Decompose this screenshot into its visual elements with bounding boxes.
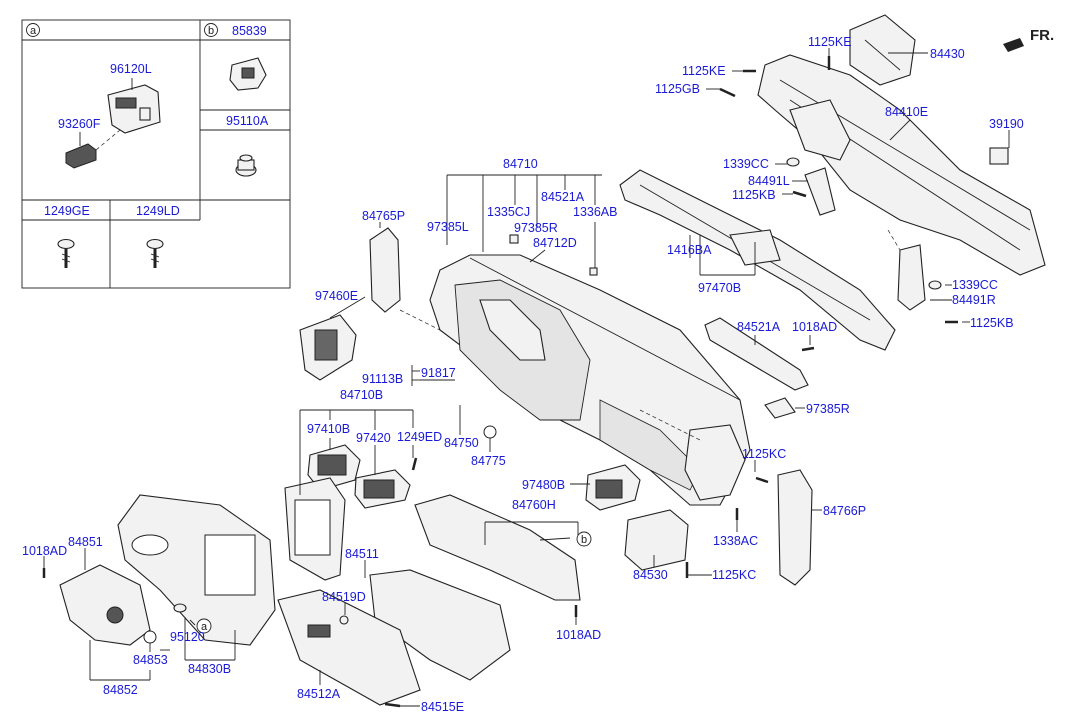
relay-39190 — [989, 147, 1009, 165]
label-1125KC-bot: 1125KC — [712, 568, 756, 582]
crash-pad-main — [429, 254, 751, 506]
label-84851: 84851 — [68, 535, 103, 549]
label-1018AD-mid: 1018AD — [792, 320, 837, 334]
callout-b-letter: b — [581, 534, 587, 546]
label-97385L: 97385L — [427, 220, 469, 234]
side-cover-84765P — [369, 227, 401, 313]
center-vents-97410B-97420 — [307, 444, 411, 509]
bracket-84430 — [849, 14, 916, 86]
side-vent-97480B — [585, 464, 641, 511]
label-97385R-mid: 97385R — [806, 402, 850, 416]
label-1338AC: 1338AC — [713, 534, 758, 548]
legend-c-part: 95110A — [226, 114, 269, 128]
label-84765P: 84765P — [362, 209, 405, 223]
label-1018AD-left: 1018AD — [22, 544, 67, 558]
label-84530: 84530 — [633, 568, 668, 582]
legend-table: a b 85839 96120L 93260F 95110A 1249GE 12… — [21, 19, 291, 289]
label-84410E: 84410E — [885, 105, 928, 119]
steering-column-shroud-84851 — [59, 564, 151, 646]
callout-a-letter: a — [201, 621, 208, 633]
side-vent-97460E — [299, 314, 357, 381]
label-84710B: 84710B — [340, 388, 383, 402]
center-bracket-84710B — [284, 477, 346, 581]
plug-illustration — [235, 154, 257, 177]
label-84760H: 84760H — [512, 498, 556, 512]
front-direction-indicator: FR. — [1003, 27, 1054, 52]
label-1125KE-left: 1125KE — [682, 64, 726, 78]
label-84512A: 84512A — [297, 687, 341, 701]
label-1125GB: 1125GB — [655, 82, 700, 96]
part-labels: 84430 1125KE 1125KE 1125GB 84410E 39190 … — [22, 35, 1024, 714]
label-1249ED: 1249ED — [397, 430, 442, 444]
label-84830B: 84830B — [188, 662, 231, 676]
screw-1249LD — [146, 238, 164, 268]
label-97480B: 97480B — [522, 478, 565, 492]
label-1125KB-bot: 1125KB — [970, 316, 1014, 330]
callout-b: b — [576, 531, 592, 547]
label-84750: 84750 — [444, 436, 479, 450]
leader-lines — [43, 48, 1010, 707]
glove-box-84512A — [277, 589, 421, 706]
grille-97385R — [764, 397, 796, 419]
label-1125KB-top: 1125KB — [732, 188, 776, 202]
cluster-facia-84830B — [117, 494, 276, 646]
label-84521A-mid: 84521A — [737, 320, 781, 334]
lower-cover-84760H — [414, 494, 581, 601]
clip-illustration — [229, 57, 267, 91]
label-84852: 84852 — [103, 683, 138, 697]
label-84766P: 84766P — [823, 504, 866, 518]
label-1018AD-bot: 1018AD — [556, 628, 601, 642]
callout-a: a — [196, 618, 212, 634]
label-1339CC-bot: 1339CC — [952, 278, 998, 292]
label-84491R: 84491R — [952, 293, 996, 307]
legend-b-part: 85839 — [232, 24, 267, 38]
legend-part-96120L: 96120L — [110, 62, 152, 76]
label-84430: 84430 — [930, 47, 965, 61]
cowl-cross-member — [757, 14, 1046, 311]
label-97460E: 97460E — [315, 289, 358, 303]
label-1125KE-top: 1125KE — [808, 35, 852, 49]
screw-1249GE — [57, 238, 75, 268]
legend-part-93260F: 93260F — [58, 117, 101, 131]
end-cover-84766P — [777, 469, 813, 586]
front-label: FR. — [1030, 27, 1054, 44]
bracket-84521A — [704, 317, 809, 391]
legend-b-circle — [204, 23, 218, 37]
legend-a-letter: a — [30, 25, 37, 37]
label-84519D: 84519D — [322, 590, 366, 604]
label-97470B: 97470B — [698, 281, 741, 295]
label-84710: 84710 — [503, 157, 538, 171]
legend-b-letter: b — [208, 25, 214, 37]
label-95120: 95120 — [170, 630, 205, 644]
label-97420: 97420 — [356, 431, 391, 445]
label-1336AB: 1336AB — [573, 205, 617, 219]
label-84491L: 84491L — [748, 174, 790, 188]
switch-panel-illustration — [65, 78, 161, 169]
label-91817: 91817 — [421, 366, 456, 380]
label-1339CC-top: 1339CC — [723, 157, 769, 171]
label-97410B: 97410B — [307, 422, 350, 436]
label-39190: 39190 — [989, 117, 1024, 131]
label-84775: 84775 — [471, 454, 506, 468]
label-84515E: 84515E — [421, 700, 464, 714]
label-84853: 84853 — [133, 653, 168, 667]
label-1416BA: 1416BA — [667, 243, 712, 257]
label-1335CJ: 1335CJ — [487, 205, 530, 219]
legend-a-circle — [26, 23, 40, 37]
label-91113B: 91113B — [362, 372, 403, 386]
label-84712D: 84712D — [533, 236, 577, 250]
label-97385R-top: 97385R — [514, 221, 558, 235]
label-84511: 84511 — [345, 547, 379, 561]
legend-d-part: 1249GE — [44, 204, 90, 218]
label-1125KC-mid: 1125KC — [742, 447, 786, 461]
airbag-84530 — [624, 509, 689, 571]
label-84521A-top: 84521A — [541, 190, 585, 204]
legend-e-part: 1249LD — [136, 204, 180, 218]
